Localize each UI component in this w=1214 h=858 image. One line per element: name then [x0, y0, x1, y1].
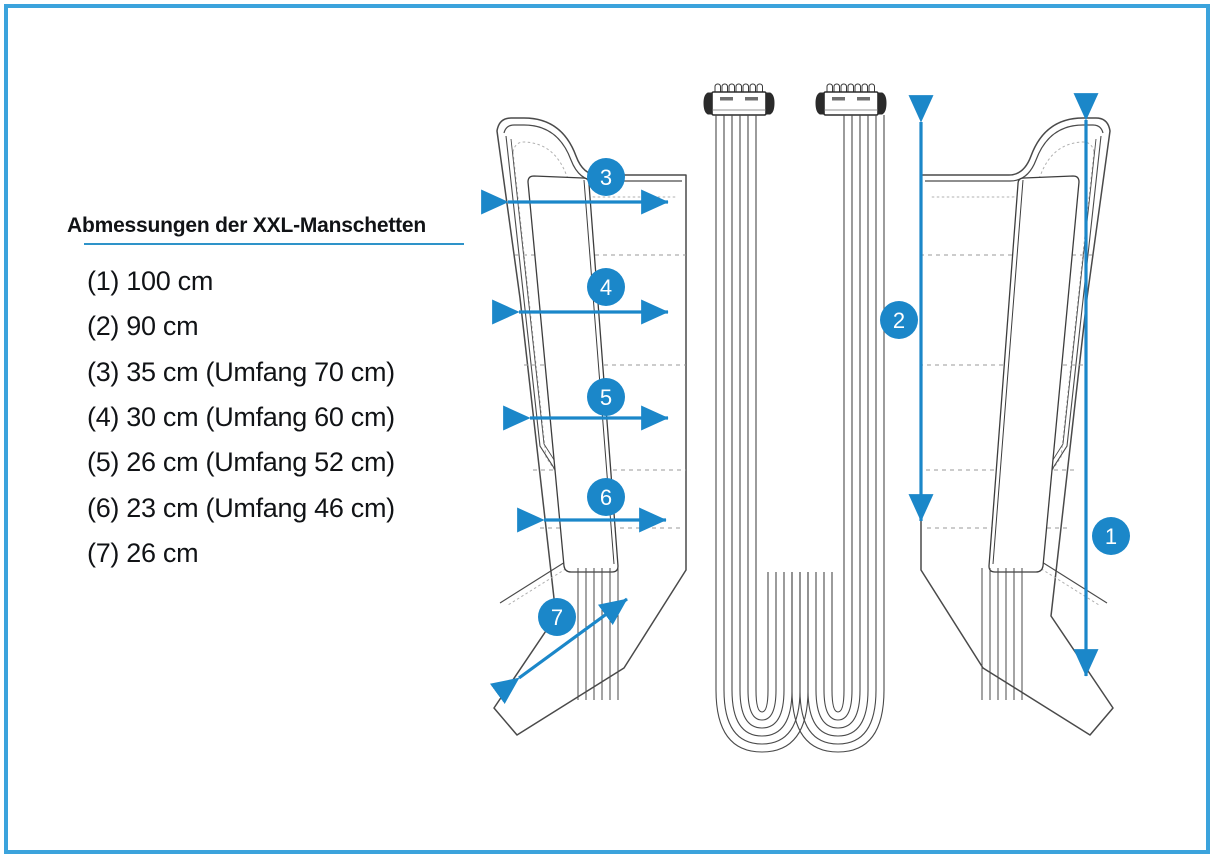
badge-7-label: 7: [551, 605, 563, 630]
dimensions-legend: Abmessungen der XXL-Manschetten (1) 100 …: [60, 214, 480, 577]
badge-3-label: 3: [600, 165, 612, 190]
badge-2: 2: [880, 301, 918, 339]
badge-3: 3: [587, 158, 625, 196]
badge-7: 7: [538, 598, 576, 636]
legend-divider: [84, 243, 464, 245]
badge-1-label: 1: [1105, 524, 1117, 549]
left-tube-bundle: [715, 115, 809, 753]
dimension-arrow-7: [489, 597, 628, 704]
legend-item-4: (4) 30 cm (Umfang 60 cm): [87, 402, 395, 433]
right-tube-entry: [981, 568, 1023, 700]
legend-item-6: (6) 23 cm (Umfang 46 cm): [87, 492, 395, 523]
legend-title: Abmessungen der XXL-Manschetten: [67, 214, 427, 237]
badge-1: 1: [1092, 517, 1130, 555]
left-leg-cuff-outline: [493, 117, 687, 736]
right-leg-cuff-outline: [920, 117, 1114, 736]
badge-6-label: 6: [600, 485, 612, 510]
badge-4: 4: [587, 268, 625, 306]
right-air-connector: [815, 83, 887, 116]
legend-item-2: (2) 90 cm: [87, 311, 199, 342]
dimension-badges: 3 4 5 6 7 2 1: [538, 158, 1130, 636]
left-air-connector: [703, 83, 775, 116]
right-tube-bundle: [791, 115, 885, 753]
legend-item-3: (3) 35 cm (Umfang 70 cm): [87, 356, 395, 387]
badge-6: 6: [587, 478, 625, 516]
legend-item-5: (5) 26 cm (Umfang 52 cm): [87, 447, 395, 478]
badge-5-label: 5: [600, 385, 612, 410]
badge-2-label: 2: [893, 308, 905, 333]
legend-item-7: (7) 26 cm: [87, 538, 199, 569]
badge-4-label: 4: [600, 275, 612, 300]
badge-5: 5: [587, 378, 625, 416]
legend-item-1: (1) 100 cm: [87, 266, 214, 296]
